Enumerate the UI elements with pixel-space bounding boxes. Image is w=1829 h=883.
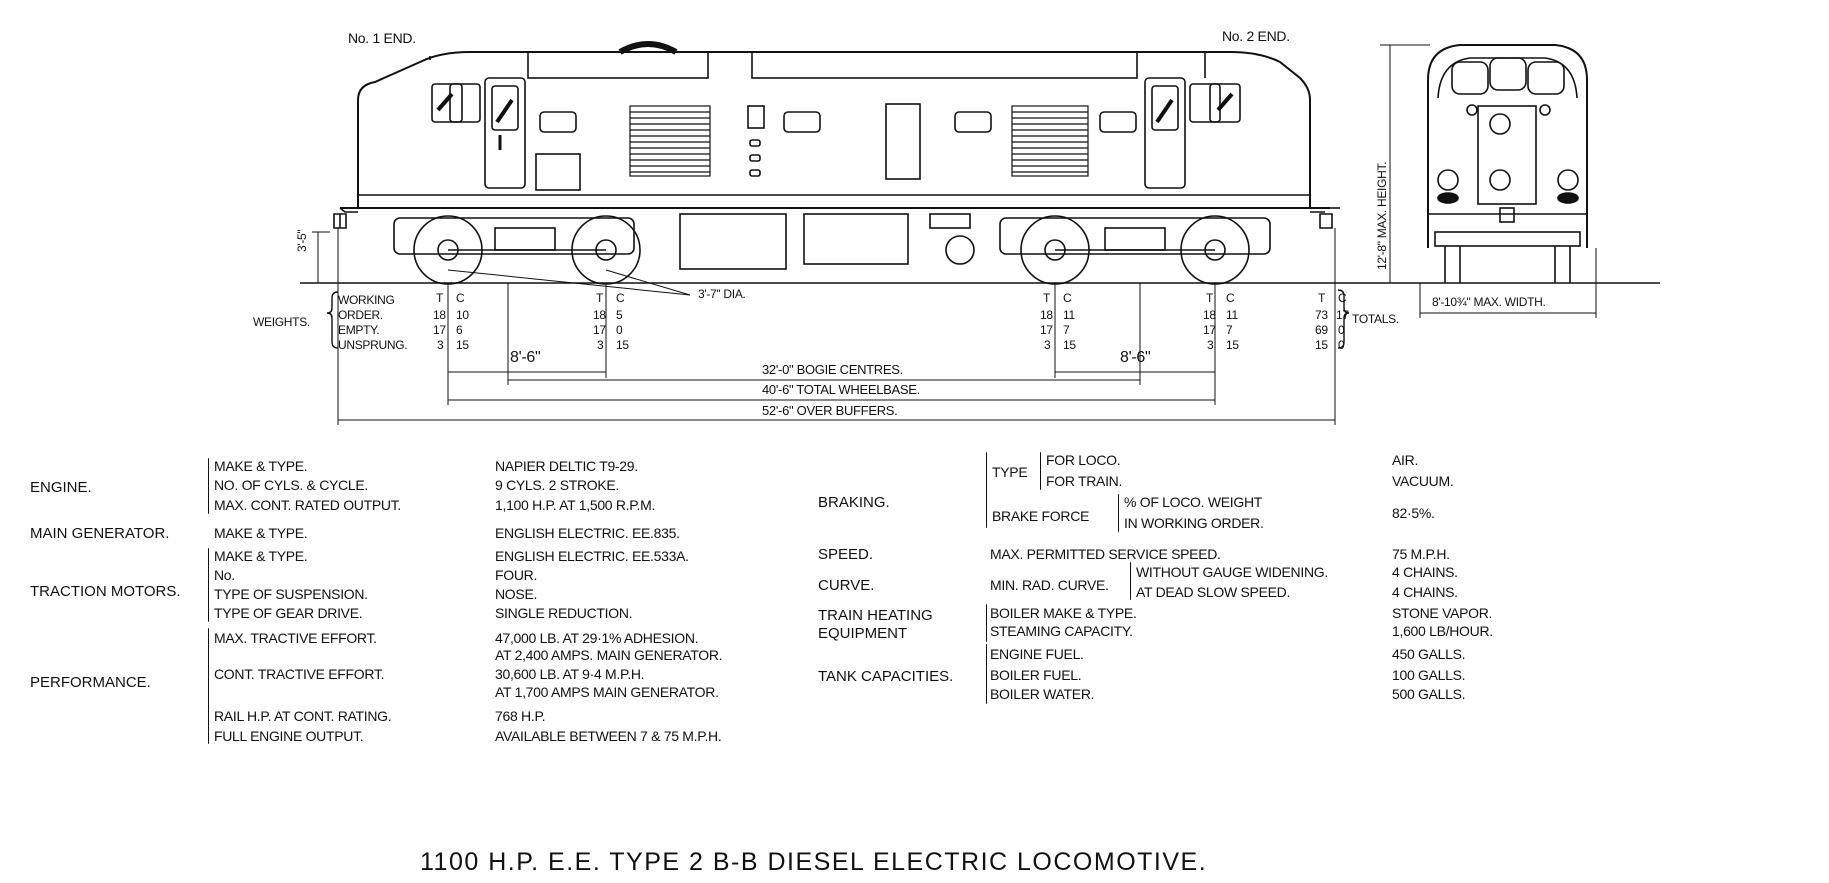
roof-hatch-right	[751, 51, 1138, 79]
weights-row-order: ORDER.	[338, 308, 383, 322]
section-engine: ENGINE.	[30, 479, 92, 496]
grille-left	[629, 105, 711, 177]
section-train-heating: TRAIN HEATING	[818, 607, 933, 624]
bogie-1	[393, 215, 641, 285]
section-performance: PERFORMANCE.	[30, 674, 151, 691]
weights-totals-label: TOTALS.	[1352, 312, 1399, 326]
page-title: 1100 H.P. E.E. TYPE 2 B-B DIESEL ELECTRI…	[420, 848, 1208, 876]
over-buffers-label: 52'-6" OVER BUFFERS.	[762, 403, 898, 418]
section-tank-capacities: TANK CAPACITIES.	[818, 668, 954, 685]
section-main-generator: MAIN GENERATOR.	[30, 525, 170, 542]
buffer-height-label: 3'-5"	[295, 229, 309, 252]
wheel-dia-label: 3'-7" DIA.	[698, 287, 746, 301]
max-width-label: 8'-10¾" MAX. WIDTH.	[1432, 295, 1546, 309]
end-1-label: No. 1 END.	[348, 30, 416, 46]
weights-row-empty: EMPTY.	[338, 323, 380, 337]
weights-row-unsprung: UNSPRUNG.	[338, 338, 408, 352]
max-height-label: 12'-8" MAX. HEIGHT.	[1375, 161, 1389, 270]
bogie-centres-label: 32'-0" BOGIE CENTRES.	[762, 362, 903, 377]
end-elevation	[1427, 44, 1588, 283]
bogie-wheelbase-2: 8'-6"	[1120, 349, 1151, 366]
grille-right	[1011, 105, 1089, 177]
section-braking: BRAKING.	[818, 494, 890, 511]
total-wheelbase-label: 40'-6" TOTAL WHEELBASE.	[762, 382, 920, 397]
weights-label: WEIGHTS.	[253, 315, 310, 329]
bogie-2	[999, 215, 1271, 285]
section-speed: SPEED.	[818, 546, 874, 563]
weights-row-working: WORKING	[338, 293, 395, 307]
section-traction-motors: TRACTION MOTORS.	[30, 583, 181, 600]
bogie-wheelbase-1: 8'-6"	[510, 349, 541, 366]
section-train-heating-2: EQUIPMENT	[818, 625, 908, 642]
section-curve: CURVE.	[818, 577, 875, 594]
end-2-label: No. 2 END.	[1222, 28, 1290, 44]
roof-hatch-left	[527, 51, 709, 79]
